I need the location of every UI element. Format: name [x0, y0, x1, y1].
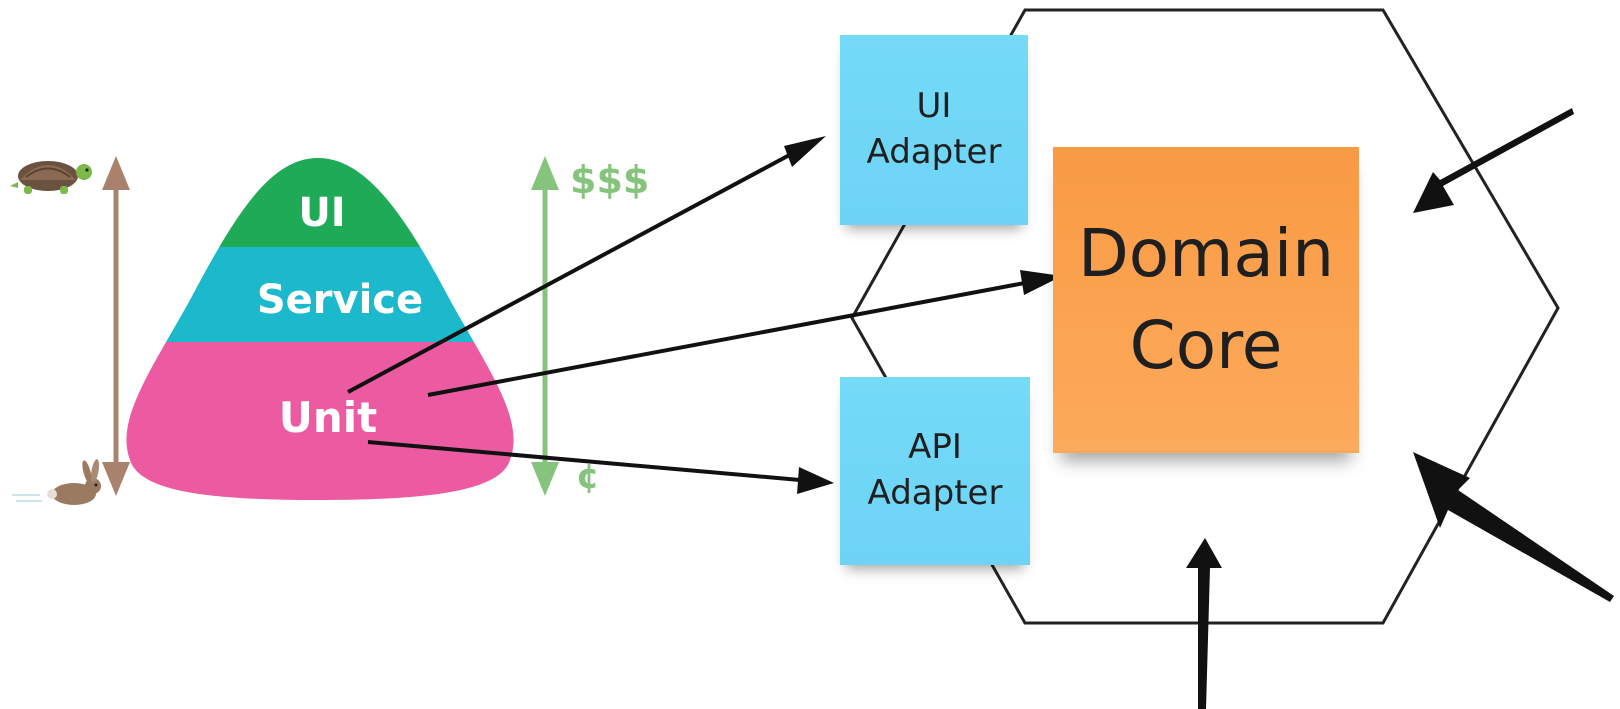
pyramid-label-unit: Unit [279, 393, 377, 442]
arrow-external-bottom-right [1413, 452, 1614, 602]
cost-label-high: $$$ [570, 158, 649, 202]
arrow-external-bottom [1186, 538, 1222, 709]
cost-axis: $$$ ¢ [531, 156, 649, 497]
pyramid-label-ui: UI [298, 190, 345, 236]
arrow-unit-to-api-adapter [367, 440, 834, 494]
rabbit-icon [12, 459, 101, 505]
arrow-unit-to-ui-adapter [347, 136, 826, 394]
domain-core-label: Domain Core [1077, 214, 1335, 384]
unit-arrows [347, 136, 1062, 494]
external-arrows [1186, 108, 1614, 709]
domain-core-note: Domain Core [1053, 147, 1359, 453]
arrow-unit-to-domain-core [427, 270, 1062, 397]
speed-axis [102, 156, 130, 496]
test-pyramid: UI Service Unit [126, 158, 514, 500]
ui-adapter-label: UI Adapter [866, 86, 1002, 172]
cost-label-low: ¢ [576, 457, 600, 497]
api-adapter-label: API Adapter [867, 427, 1003, 513]
pyramid-layer-unit [126, 342, 514, 500]
turtle-icon [10, 161, 92, 194]
pyramid-label-service: Service [257, 277, 423, 323]
ui-adapter-note: UI Adapter [840, 35, 1028, 225]
api-adapter-note: API Adapter [840, 377, 1030, 565]
hexagon-outline [850, 8, 1560, 625]
arrow-external-top-right [1413, 108, 1574, 213]
